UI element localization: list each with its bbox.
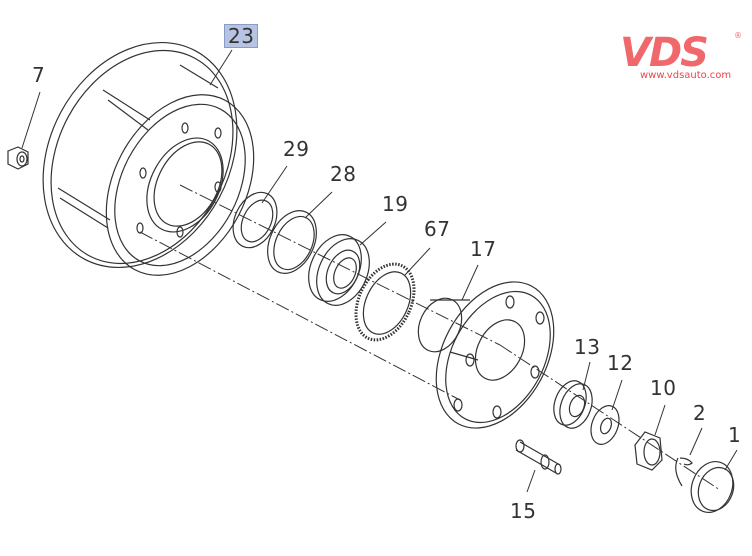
washer-part-12 xyxy=(590,405,620,445)
axis-lines xyxy=(139,184,721,491)
seal-ring-part-29 xyxy=(232,191,278,249)
castle-nut-part-10 xyxy=(634,431,663,471)
tone-ring-part-67 xyxy=(354,262,416,342)
callout-12[interactable]: 12 xyxy=(607,351,634,375)
callout-15[interactable]: 15 xyxy=(510,499,537,523)
brake-drum-part-23 xyxy=(42,41,255,276)
vds-logo: VDS ® xyxy=(620,30,742,76)
callout-29[interactable]: 29 xyxy=(283,137,310,161)
callout-19[interactable]: 19 xyxy=(382,192,409,216)
callout-67[interactable]: 67 xyxy=(424,217,451,241)
bearing-part-19 xyxy=(308,234,370,306)
hub-part-17 xyxy=(417,281,555,429)
bolt-holes xyxy=(136,122,222,238)
svg-text:®: ® xyxy=(734,31,742,40)
callout-2[interactable]: 2 xyxy=(693,401,707,425)
callout-17[interactable]: 17 xyxy=(470,237,497,261)
callout-1[interactable]: 1 xyxy=(728,423,742,447)
callout-13[interactable]: 13 xyxy=(574,335,601,359)
callout-10[interactable]: 10 xyxy=(650,376,677,400)
cotter-pin-part-2 xyxy=(675,457,693,487)
callout-7[interactable]: 7 xyxy=(32,63,46,87)
callout-23-highlighted[interactable]: 23 xyxy=(224,24,259,48)
bearing-part-13 xyxy=(553,380,593,429)
wheel-stud-part-15 xyxy=(515,439,562,475)
nut-part-7 xyxy=(7,146,29,170)
logo-url: www.vdsauto.com xyxy=(640,70,732,81)
hub-cap-part-1 xyxy=(690,461,735,513)
ring-part-28 xyxy=(267,210,317,274)
svg-text:VDS: VDS xyxy=(620,30,707,76)
callout-28[interactable]: 28 xyxy=(330,162,357,186)
